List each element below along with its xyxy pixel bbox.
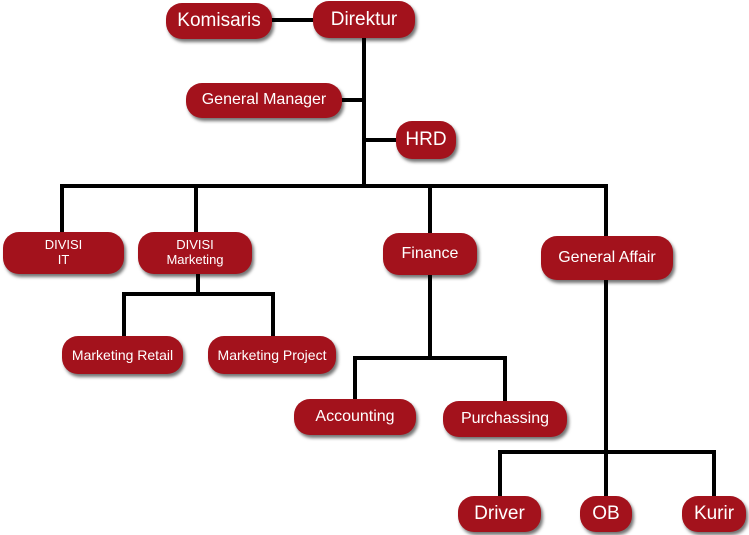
node-direktur: Direktur	[313, 1, 415, 38]
node-komisaris: Komisaris	[166, 3, 272, 39]
node-divisi-it-line2: IT	[57, 252, 70, 267]
node-driver: Driver	[458, 496, 541, 532]
node-purchassing: Purchassing	[443, 401, 567, 437]
node-accounting: Accounting	[294, 399, 416, 435]
node-divisi-marketing-line2: Marketing	[166, 252, 224, 267]
node-ob: OB	[580, 496, 632, 532]
node-general-manager: General Manager	[186, 83, 342, 118]
node-marketing-project: Marketing Project	[208, 336, 336, 374]
node-divisi-marketing-line1: DIVISI	[176, 237, 214, 253]
node-finance: Finance	[383, 233, 477, 275]
node-marketing-retail: Marketing Retail	[62, 336, 183, 374]
node-kurir: Kurir	[682, 496, 746, 532]
node-general-affair: General Affair	[541, 236, 673, 280]
node-divisi-it: DIVISI IT	[3, 232, 124, 274]
node-divisi-it-line1: DIVISI	[44, 237, 83, 253]
node-divisi-marketing: DIVISI Marketing	[138, 232, 252, 274]
node-hrd: HRD	[396, 121, 456, 159]
